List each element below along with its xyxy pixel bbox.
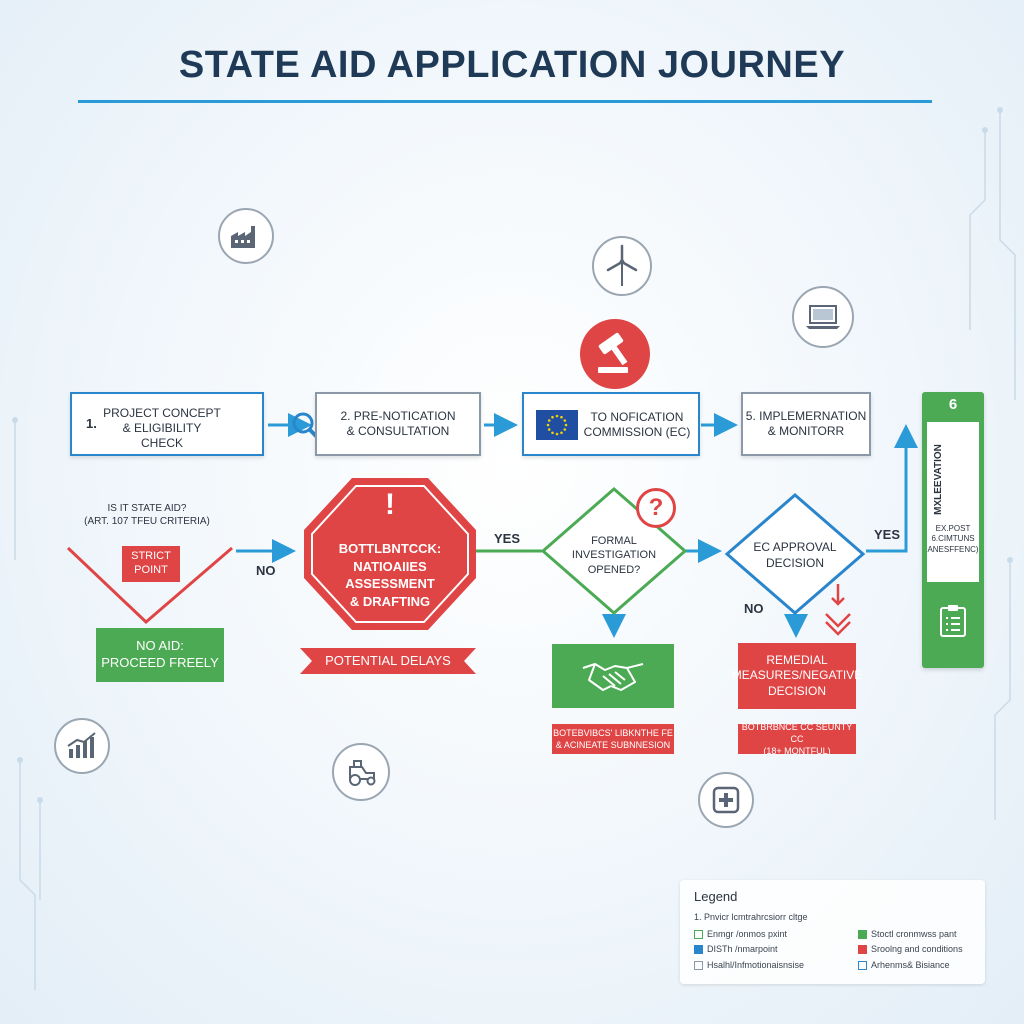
tractor-icon [332,743,390,801]
no-label-2: NO [744,601,764,616]
step-5-label: 5. IMPLEMERNATION & MONITORR [745,409,867,438]
step-6-sub-label: EX.POST 6.CIMTUNS ANESFFENC) [927,524,979,554]
warning-icon: ! [385,488,395,521]
potential-delays-label: POTENTIAL DELAYS [325,653,451,668]
step-3-label: TO NOFICATION COMMISSION (EC) [583,410,691,439]
state-aid-question: IS IT STATE AID? (ART. 107 TFEU CRITERIA… [84,503,210,527]
formal-note: BOTEBVIBCS' LIBKNTHE FE & ACINEATE SUBNN… [552,724,674,754]
ec-approval-diamond[interactable] [724,492,866,616]
step-6-card[interactable]: 6 MXLEEVATION EX.POST 6.CIMTUNS ANESFFEN… [922,392,984,668]
step-6-number: 6 [948,396,958,413]
legend-item: 1. Pnvicr lcmtrahrcsiorr cltge [694,912,808,922]
title-divider [78,100,932,103]
factory-icon [218,208,274,264]
question-icon: ? [636,488,676,528]
step-6-vertical-label: MXLEEVATION [932,443,944,515]
wind-turbine-icon [592,236,652,296]
ec-approval-label: EC APPROVAL DECISION [753,540,837,570]
step-5-box[interactable]: 5. IMPLEMERNATION & MONITORR [741,392,871,456]
legend-item: DISTh /nmarpoint [694,944,778,954]
handshake-box[interactable] [552,644,674,708]
checklist-icon [940,605,966,637]
step-1-number: 1. [86,416,97,431]
laptop-icon [792,286,854,348]
legend-item: Hsalhl/Infmotionaisnsise [694,960,804,970]
legend-item: Stoctl cronmwss pant [858,929,957,939]
legend: Legend 1. Pnvicr lcmtrahrcsiorr cltge En… [680,880,985,984]
eu-flag-icon [536,410,578,440]
step-2-label: 2. PRE-NOTICATION & CONSULTATION [340,409,456,438]
remedial-note: BOTBRBNCE CC SEUNTY CC (18+ MONTFUL) [738,722,856,756]
page-title: STATE AID APPLICATION JOURNEY [178,44,846,86]
bottleneck-octagon[interactable] [300,474,480,634]
no-label-1: NO [256,563,276,578]
legend-item: Sroolng and conditions [858,944,963,954]
yes-label-1: YES [494,531,521,546]
growth-chart-icon [54,718,110,774]
yes-label-2: YES [874,527,901,542]
medical-cross-icon [698,772,754,828]
formal-investigation-label: FORMAL INVESTIGATION OPENED? [571,535,657,576]
step-2-box[interactable]: 2. PRE-NOTICATION & CONSULTATION [315,392,481,456]
legend-item: Arhenms& Bisiance [858,960,950,970]
step-1-box[interactable]: 1. PROJECT CONCEPT & ELIGIBILITY CHECK [70,392,322,456]
legend-item: Enmgr /onmos pxint [694,929,787,939]
gavel-icon [580,319,650,389]
bottleneck-label: BOTTLBNTCCK: NATIOAIIES ASSESSMENT & DRA… [338,541,442,609]
legend-title: Legend [694,889,738,904]
potential-delays-banner: POTENTIAL DELAYS [300,646,476,676]
remedial-box[interactable]: REMEDIAL MEASURES/NEGATIVE DECISION [732,643,862,709]
strict-point-badge: STRICT POINT [122,546,180,582]
handshake-icon [582,663,644,691]
step-1-label: PROJECT CONCEPT & ELIGIBILITY CHECK [103,406,221,450]
step-3-box[interactable]: TO NOFICATION COMMISSION (EC) [522,392,700,456]
no-aid-box[interactable]: NO AID: PROCEED FREELY [96,628,224,682]
step-6-panel: MXLEEVATION EX.POST 6.CIMTUNS ANESFFENC) [927,422,979,582]
